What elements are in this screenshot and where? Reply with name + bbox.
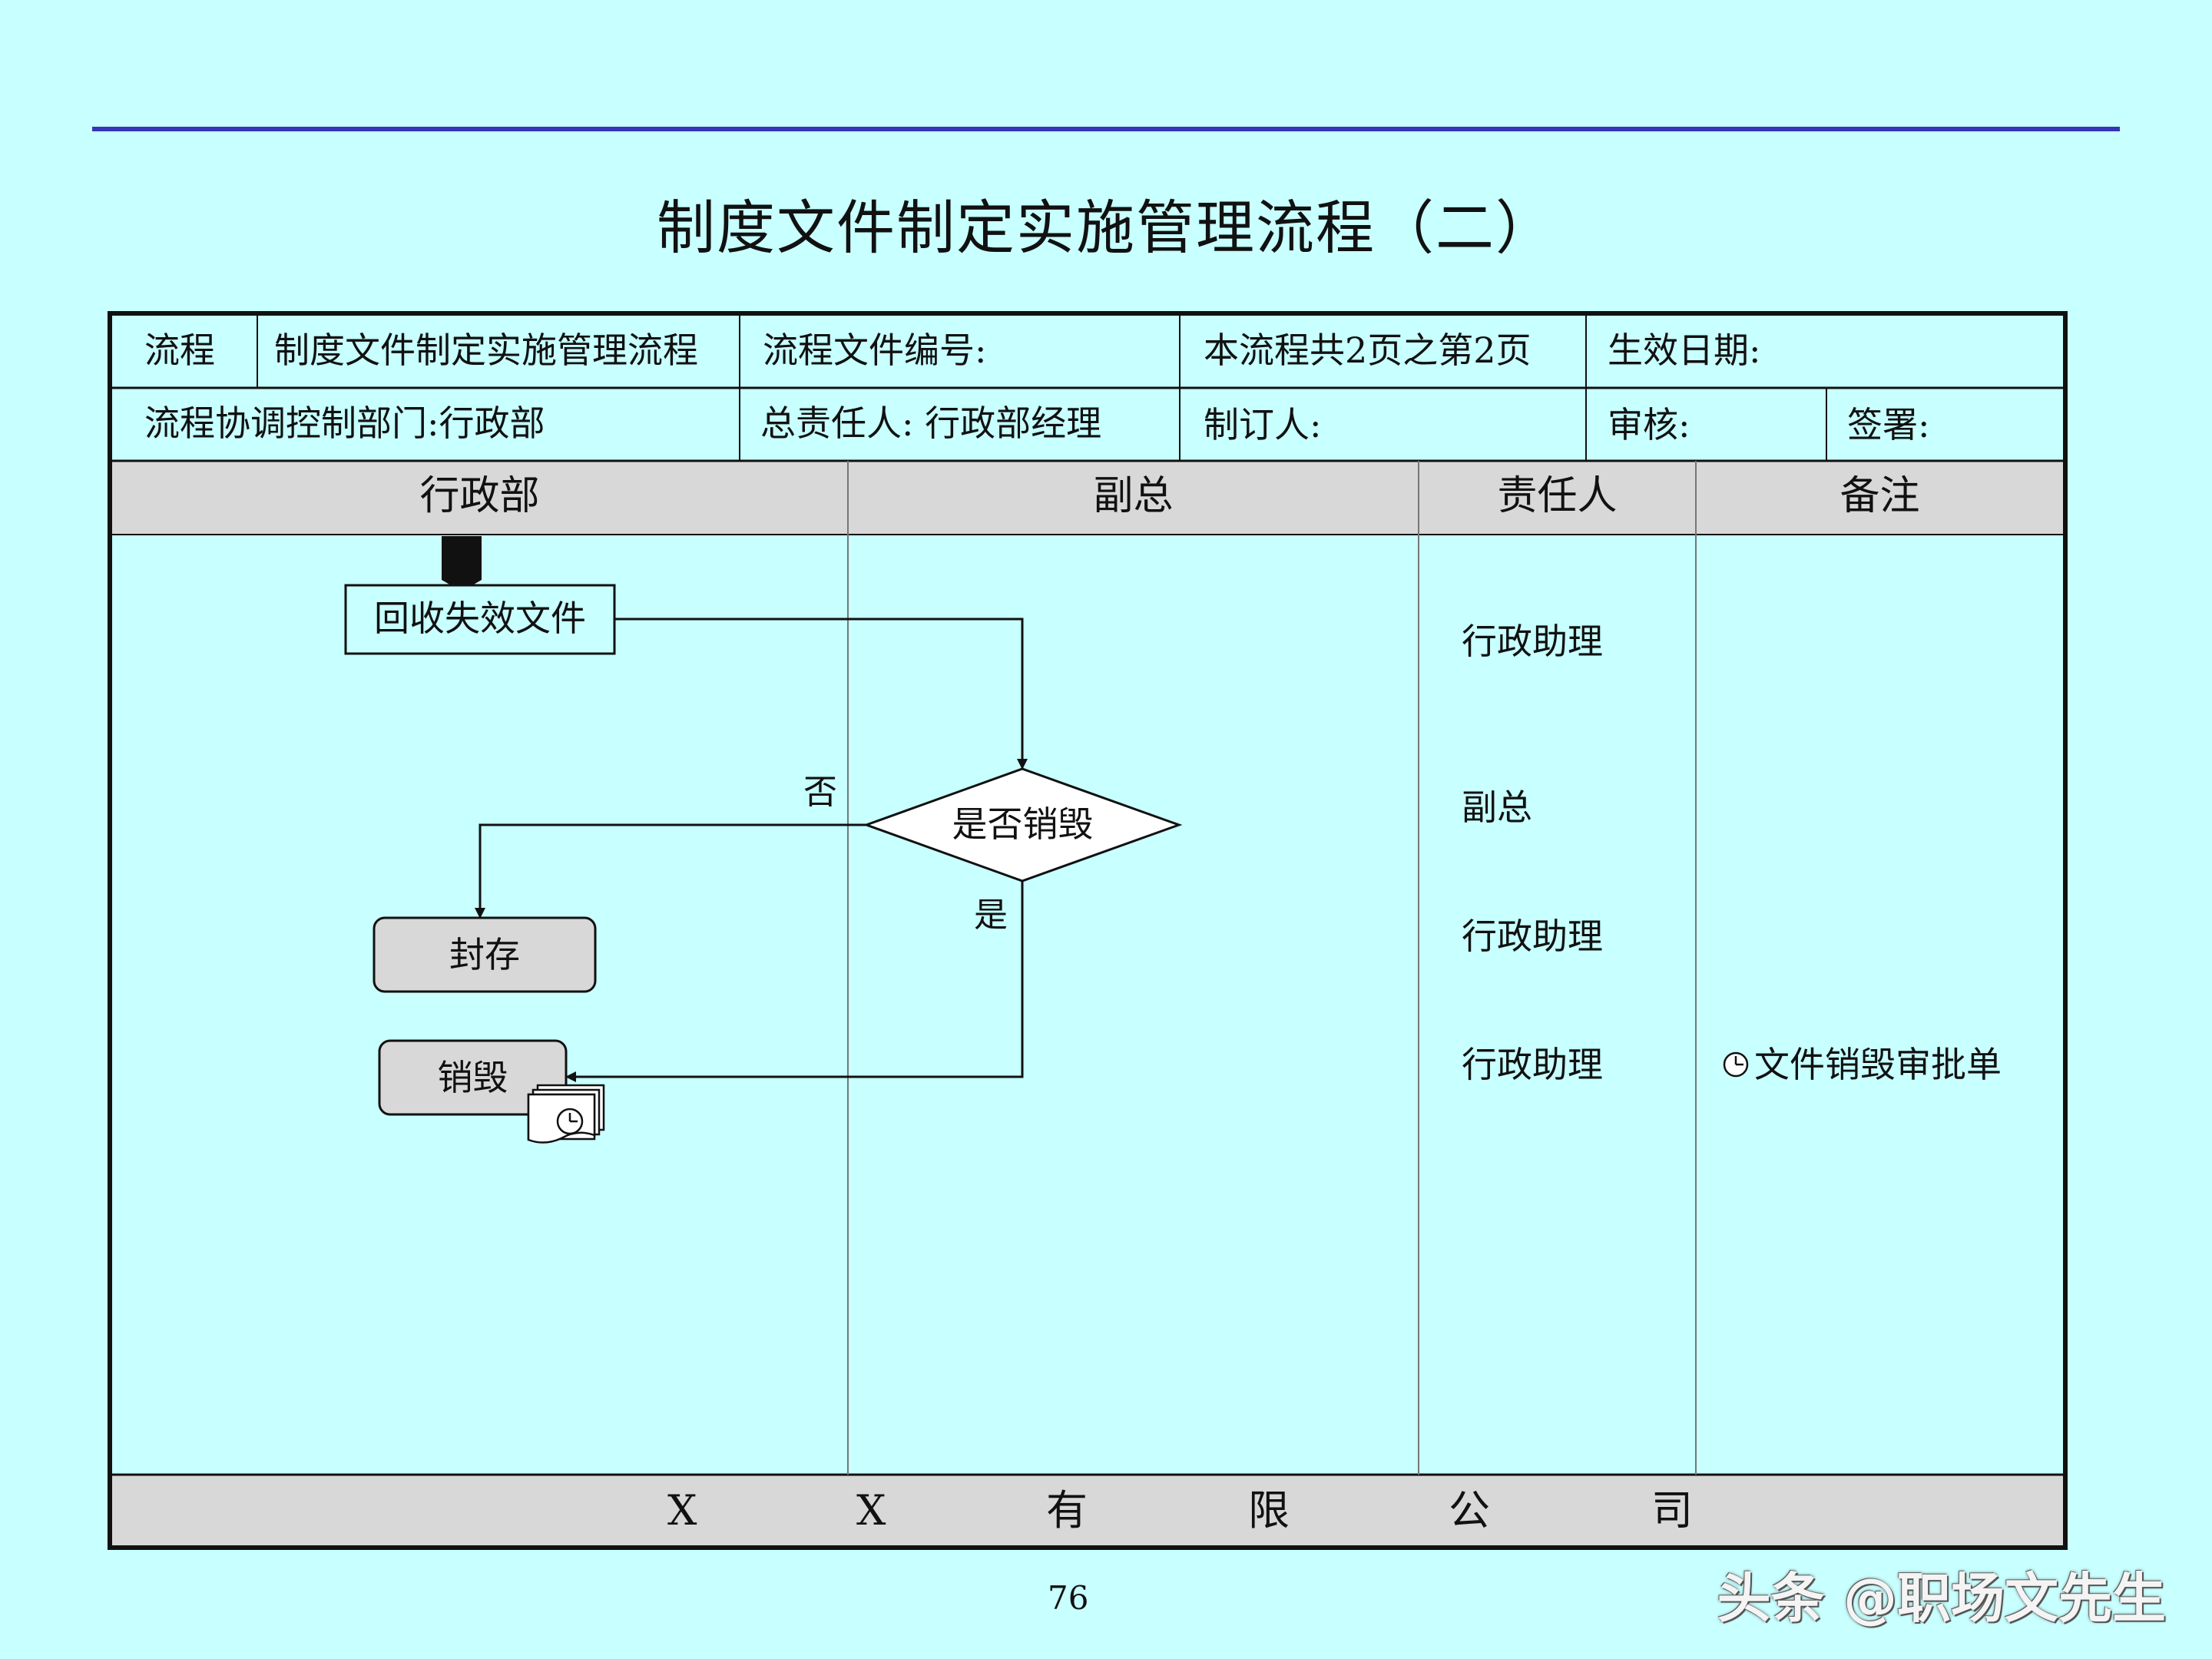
edge-recycle-to-decision: [614, 618, 1028, 770]
node-decision-diamond: [863, 767, 1183, 882]
edge-decision-yes-to-destroy: [565, 881, 1024, 1082]
node-decision-label: 是否销毁: [952, 803, 1094, 845]
edge-label-no: 否: [803, 773, 837, 812]
table-border: [108, 311, 2068, 1550]
node-seal-label: 封存: [449, 934, 520, 975]
header-signature: 签署:: [1847, 404, 1930, 445]
footer-char-3: 有: [1046, 1486, 1088, 1535]
clock-document-icon: [1723, 1051, 1749, 1078]
header-effective-date: 生效日期:: [1608, 329, 1761, 371]
footer-char-6: 司: [1651, 1486, 1693, 1535]
node-destroy-label: 销毁: [437, 1057, 508, 1098]
header-author: 制订人:: [1204, 404, 1322, 445]
lane-header-vp: 副总: [1093, 473, 1174, 519]
footer-char-2: X: [856, 1486, 886, 1535]
top-rule: [92, 127, 2120, 131]
responsible-4: 行政助理: [1462, 1044, 1603, 1085]
lane-header-remarks: 备注: [1839, 473, 1920, 519]
start-connector-icon: [442, 536, 482, 591]
responsible-1: 行政助理: [1462, 621, 1603, 662]
page-title: 制度文件制定实施管理流程（二）: [657, 194, 1555, 262]
edge-label-yes: 是: [974, 896, 1008, 935]
lane-header-band: [111, 461, 2064, 535]
footer-band: [111, 1475, 2064, 1546]
header-process-name: 制度文件制定实施管理流程: [274, 329, 698, 371]
header-dept: 流程协调控制部门:行政部: [144, 402, 545, 444]
header-owner: 总责任人: 行政部经理: [760, 402, 1102, 444]
footer-char-5: 公: [1449, 1486, 1490, 1535]
page-number: 76: [1048, 1579, 1089, 1617]
footer-char-1: X: [667, 1486, 697, 1535]
responsible-2: 副总: [1462, 786, 1532, 828]
remark-approval-form: 文件销毁审批单: [1754, 1044, 2002, 1085]
node-seal-box: [373, 916, 597, 993]
document-stack-icon: [527, 1084, 605, 1144]
node-recycle-box: [344, 584, 616, 655]
header-reviewer: 审核:: [1608, 404, 1690, 445]
watermark: 头条 @职场文先生: [1717, 1567, 2166, 1630]
lane-header-responsible: 责任人: [1497, 473, 1618, 519]
responsible-3: 行政助理: [1462, 916, 1603, 957]
header-page-info: 本流程共2页之第2页: [1204, 329, 1532, 371]
footer-char-4: 限: [1248, 1486, 1290, 1535]
header-file-number: 流程文件编号:: [763, 329, 987, 371]
node-recycle-label: 回收失效文件: [374, 598, 586, 639]
header-process-label: 流程: [144, 329, 215, 371]
lane-header-admin: 行政部: [419, 473, 540, 519]
node-destroy-box: [378, 1039, 568, 1116]
edge-decision-no-to-seal: [475, 823, 866, 919]
